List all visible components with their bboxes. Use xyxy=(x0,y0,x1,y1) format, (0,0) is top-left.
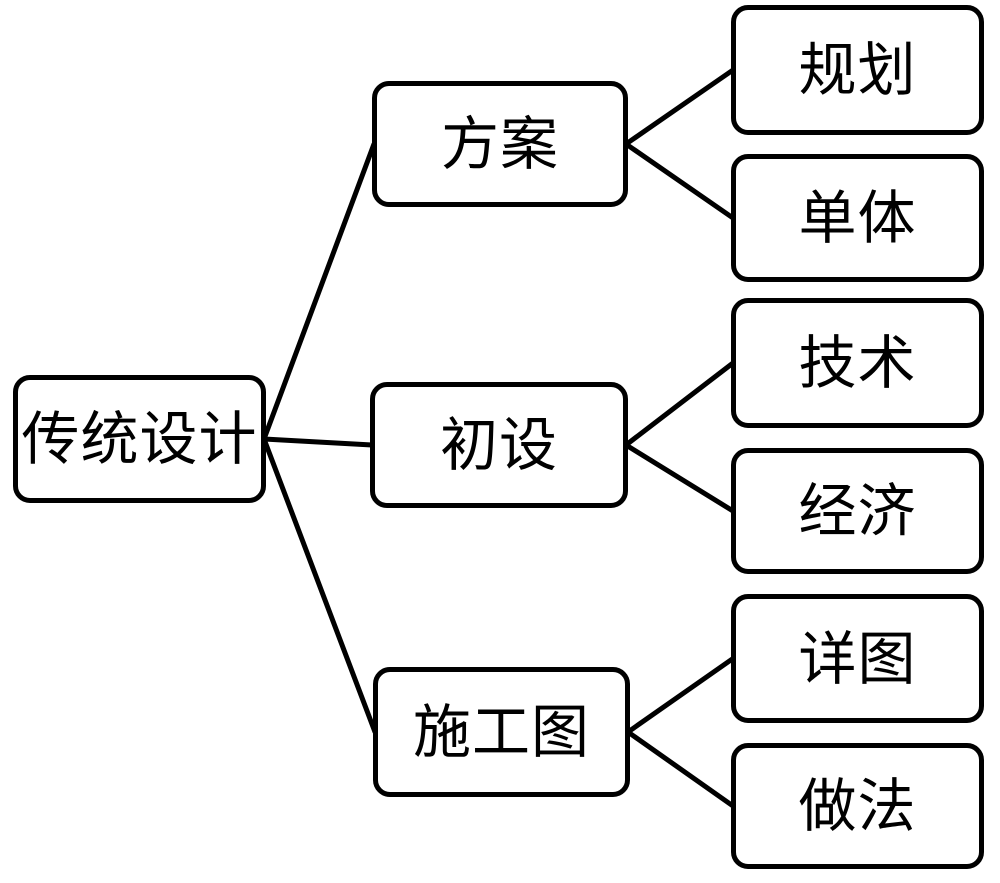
connector-line xyxy=(261,141,377,442)
node-preliminary-design: 初设 xyxy=(370,382,628,508)
node-label: 经济 xyxy=(798,479,917,544)
node-label: 做法 xyxy=(798,774,917,839)
node-economy: 经济 xyxy=(731,448,984,574)
connector-line xyxy=(261,436,375,448)
connector-line xyxy=(623,141,736,221)
connector-line xyxy=(623,360,736,448)
node-planning: 规划 xyxy=(731,5,984,135)
node-unit: 单体 xyxy=(731,154,984,282)
connector-line xyxy=(625,729,736,809)
node-traditional-design: 传统设计 xyxy=(13,375,266,503)
node-label: 详图 xyxy=(798,626,917,692)
node-label: 初设 xyxy=(439,413,558,478)
node-label: 方案 xyxy=(440,112,559,177)
node-label: 施工图 xyxy=(412,700,590,765)
node-label: 传统设计 xyxy=(21,407,258,472)
node-label: 技术 xyxy=(798,331,917,396)
node-method: 做法 xyxy=(731,743,984,869)
connector-line xyxy=(623,67,736,147)
node-construction-drawing: 施工图 xyxy=(373,667,630,797)
node-scheme: 方案 xyxy=(372,81,628,207)
node-detail-drawing: 详图 xyxy=(731,594,984,723)
connector-line xyxy=(623,442,736,514)
node-label: 规划 xyxy=(798,38,917,103)
node-label: 单体 xyxy=(798,186,917,251)
node-technology: 技术 xyxy=(731,298,984,428)
connector-line xyxy=(261,436,378,735)
connector-line xyxy=(625,656,736,735)
